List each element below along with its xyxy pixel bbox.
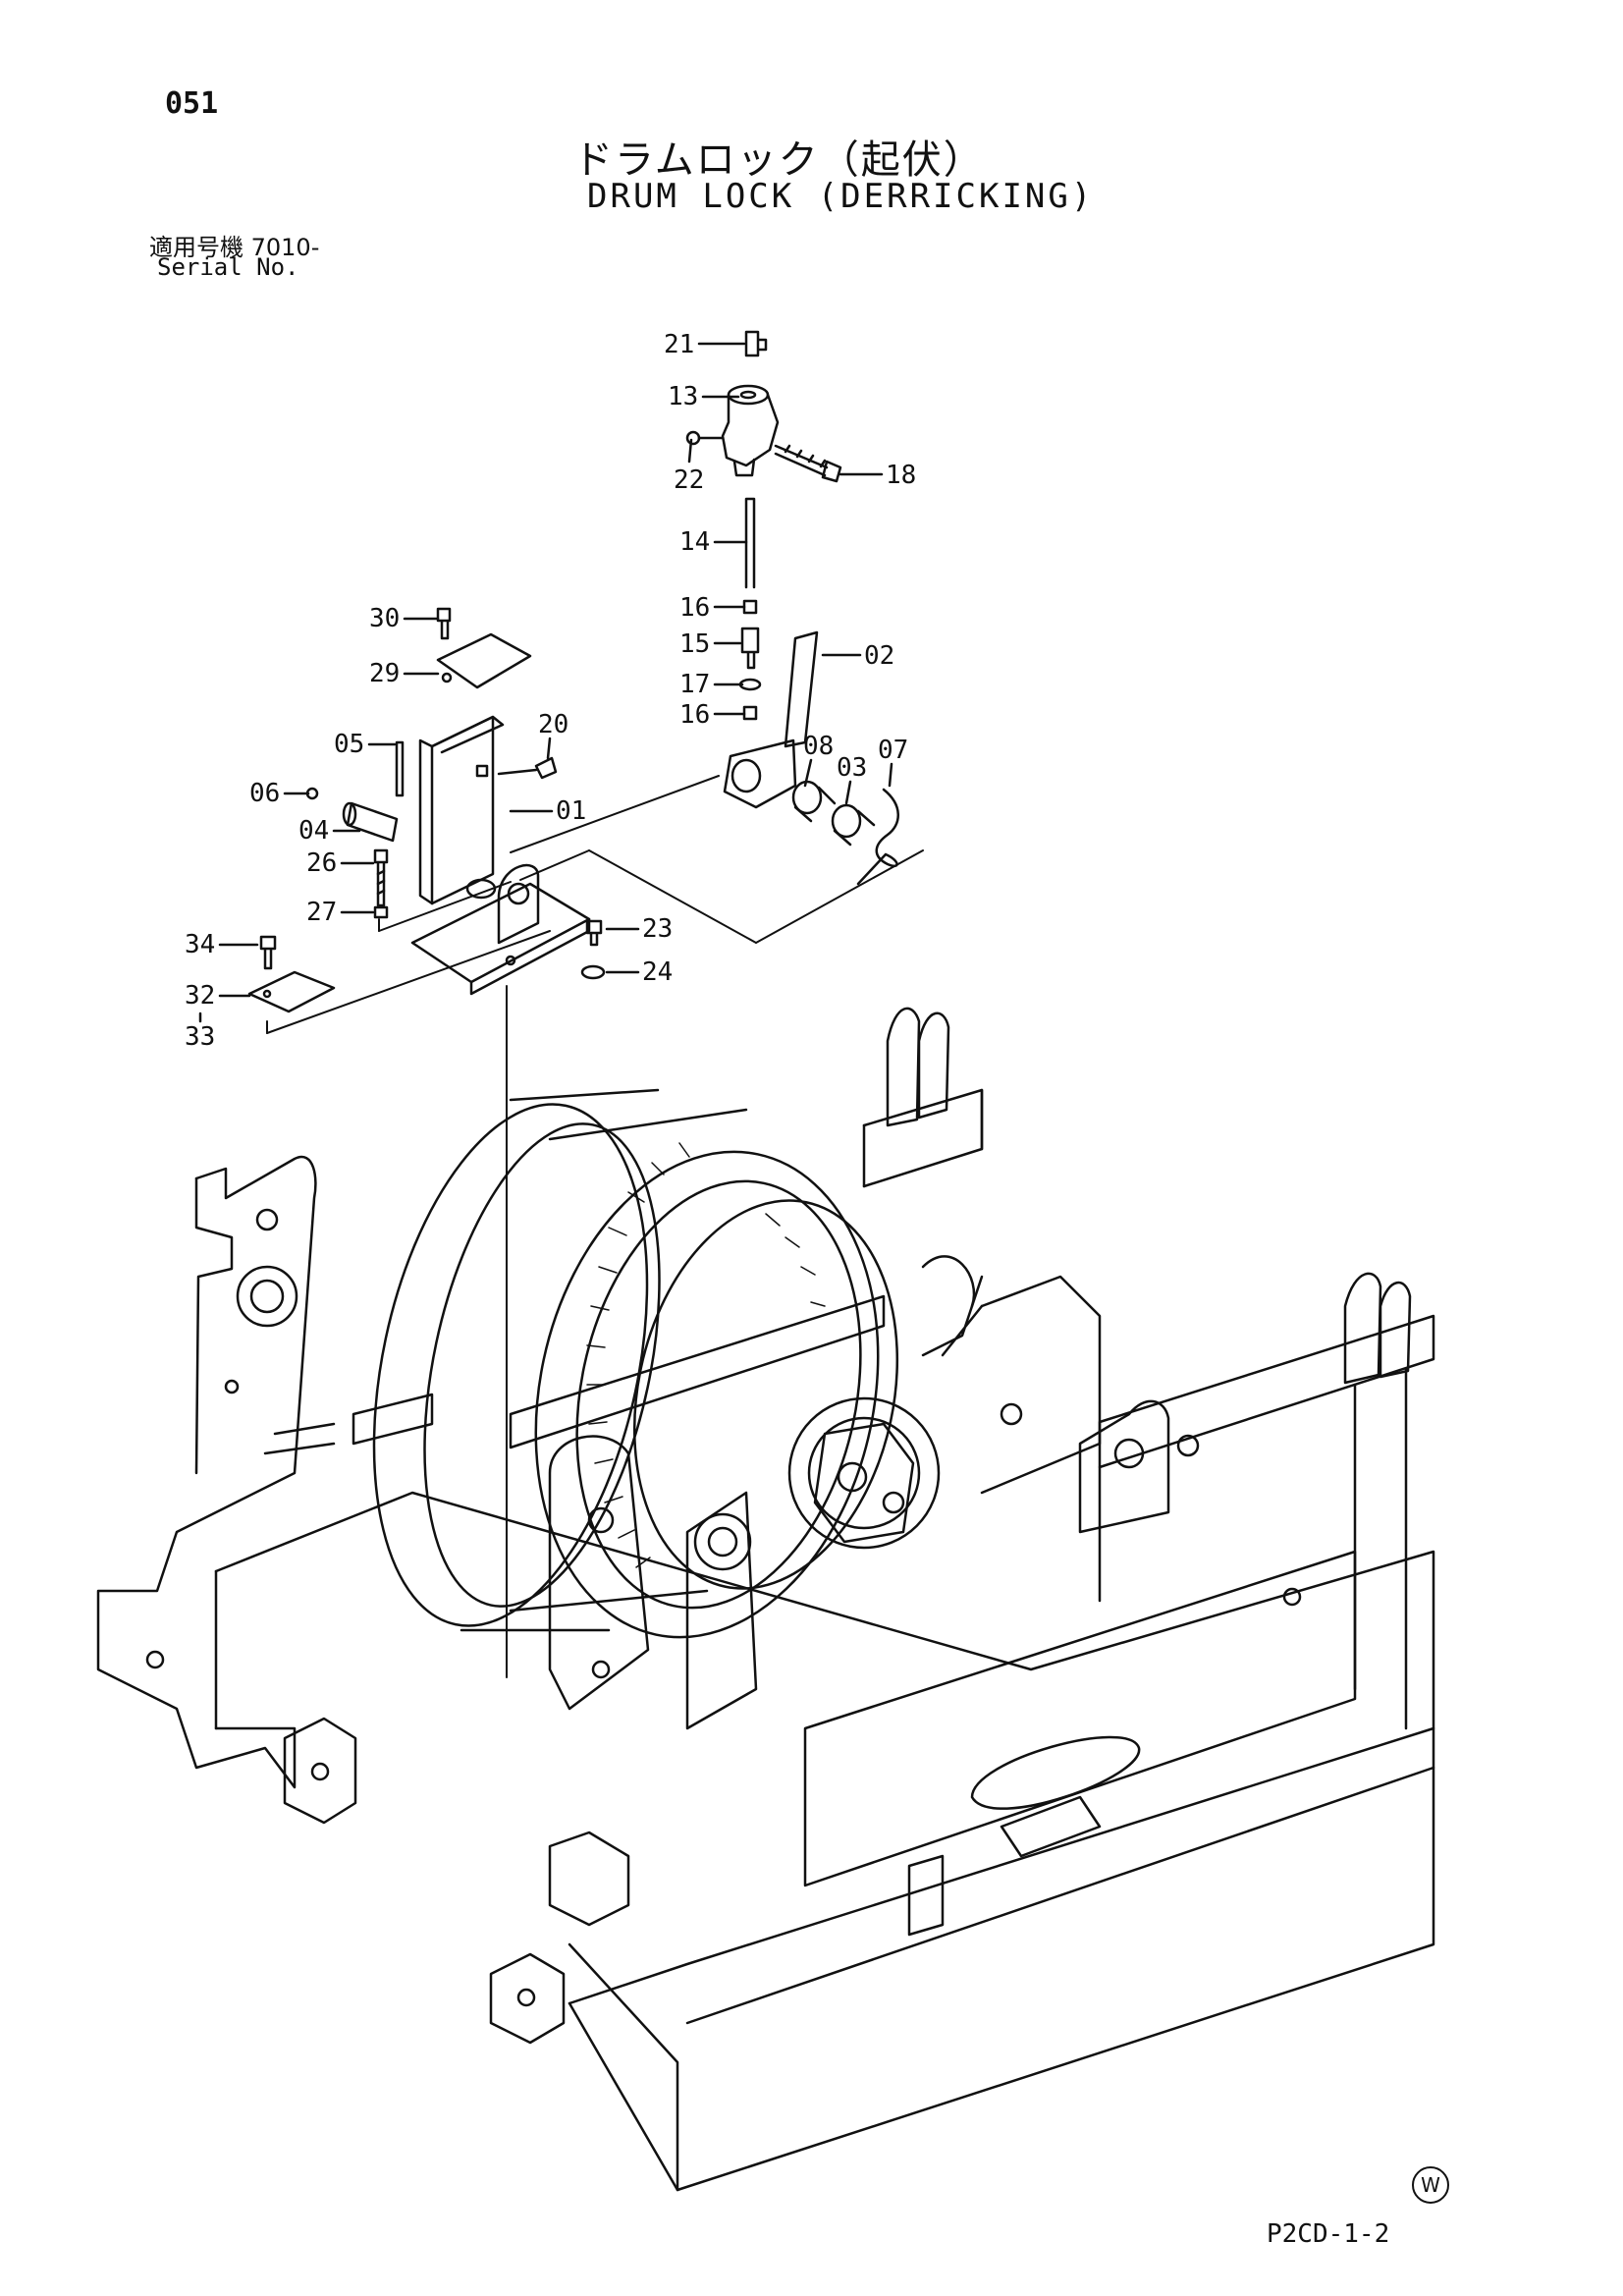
callout-13: 13 [668,382,698,411]
elbow-fitting [744,330,768,357]
drum-body [509,1108,748,1613]
callout-02: 02 [864,641,894,671]
lever-02 [784,630,819,748]
page-number: 051 [165,86,219,121]
callout-21: 21 [664,330,694,359]
nut-27 [373,905,389,919]
alignment-lines [266,775,924,1678]
callout-24: 24 [642,957,673,987]
bolt-23 [585,919,603,947]
cover-plate-29 [436,632,532,689]
top-beam-right [1098,1314,1435,1469]
leader-07 [888,762,893,788]
callout-05: 05 [334,730,364,759]
winch-drum [263,1088,1102,1639]
leader-03 [844,780,852,805]
valve-body-top [727,384,770,406]
winch-frame [96,1007,1435,2192]
callout-34: 34 [185,930,215,959]
rear-bracket-left [886,1007,921,1127]
serial-label-english: Serial No. [157,253,299,281]
main-box-top [214,1491,1435,2005]
callout-07: 07 [878,736,908,765]
callout-01: 01 [556,796,586,826]
callout-26: 26 [306,848,337,878]
bracket-01 [430,715,495,905]
w-symbol: W [1412,2166,1449,2204]
gear-teeth [586,1142,826,1568]
callout-15: 15 [679,629,710,659]
right-lug [1078,1399,1170,1534]
bolt-34 [259,935,277,970]
rod-14 [744,497,756,589]
cross-beam [509,1294,886,1449]
callout-03: 03 [837,753,867,783]
callout-29: 29 [369,659,400,688]
washer-24 [580,964,606,980]
gear-ring [534,1150,880,1639]
bolt-30 [436,607,452,640]
callout-33: 33 [185,1022,215,1052]
base-plate [410,882,591,984]
plate-32 [247,970,336,1013]
lever-base [723,738,797,809]
serial-label-japanese: 適用号機 7010- [149,234,320,261]
pin-05 [395,740,405,797]
callout-32: 32 [185,981,215,1011]
front-panel [803,1550,1357,1887]
shaft-04 [346,801,399,843]
sheet-code: P2CD-1-2 [1267,2219,1390,2249]
left-side-plate [96,1155,317,1789]
roller-03 [831,803,862,839]
rear-bracket-right [1343,1272,1382,1385]
valve-stem [732,458,756,477]
front-side-plate [548,1435,650,1711]
callout-labels: 21 13 22 18 14 16 15 02 17 16 08 03 07 3… [185,330,916,1052]
valve-assembly [685,330,842,483]
plug-22 [685,430,701,446]
callout-18: 18 [886,461,916,490]
callout-22: 22 [674,465,704,495]
callout-08: 08 [803,732,834,761]
left-foot [283,1717,357,1825]
callout-23: 23 [642,914,673,944]
frame-slot [970,1735,1141,1810]
washer-17 [738,678,762,691]
title-english: DRUM LOCK (DERRICKING) [587,177,1095,216]
title-japanese: ドラムロック（起伏） [573,137,985,183]
front-foot [489,1952,566,2045]
bolt-26 [373,848,389,907]
callout-14: 14 [679,527,710,557]
valve-body [721,393,780,467]
lock-rod-parts [723,497,899,886]
ball-06 [305,787,319,800]
bracket-assembly [247,607,606,1013]
nut-16-lower [742,705,758,721]
joint-15 [740,627,760,670]
nut-16-upper [742,599,758,615]
leader-20 [546,737,552,760]
callout-17: 17 [679,670,710,699]
bolt-18 [774,444,842,483]
lock-lug [497,863,540,945]
spring-07 [856,788,899,886]
callout-27: 27 [306,898,337,927]
drum-flange [372,1103,649,1627]
callout-16-lower: 16 [679,700,710,730]
callout-06: 06 [249,779,280,808]
callout-20: 20 [538,710,568,739]
callout-30: 30 [369,604,400,633]
cap-20 [534,756,558,780]
callout-16-upper: 16 [679,593,710,623]
main-box-side [568,1766,1435,2192]
callout-04: 04 [298,816,329,846]
hydraulic-motor [787,1396,941,1550]
bushing-08 [791,780,823,815]
